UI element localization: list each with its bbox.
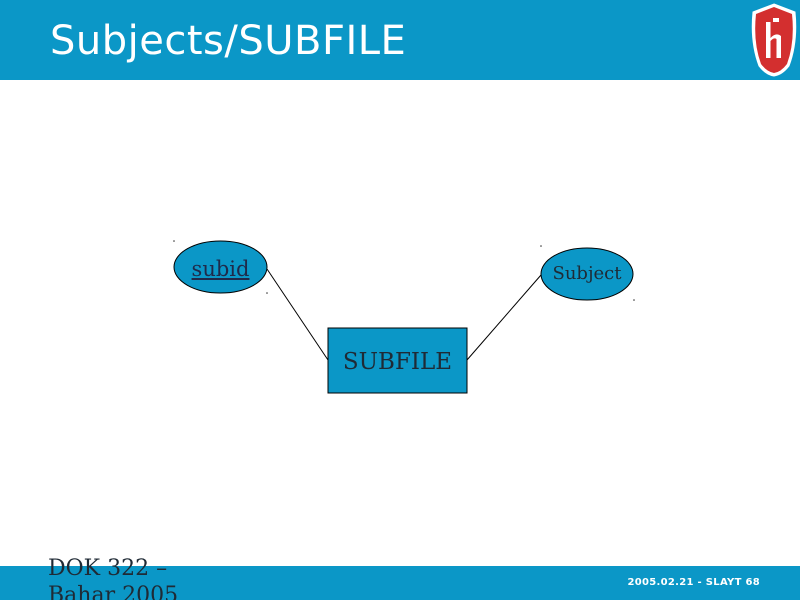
header-bar — [0, 0, 800, 80]
footer-slide-info: 2005.02.21 - SLAYT 68 — [627, 577, 760, 588]
hacettepe-logo-icon — [751, 3, 797, 77]
selection-handle — [540, 245, 542, 247]
attribute-subid-ellipse — [173, 240, 268, 294]
connector-subject — [466, 274, 542, 361]
attribute-subject-ellipse — [540, 247, 634, 301]
attribute-subid-label: subid — [191, 257, 250, 281]
connector-subid — [266, 268, 329, 361]
slide-title: Subjects/SUBFILE — [50, 18, 407, 64]
entity-subfile-label: SUBFILE — [342, 349, 453, 375]
footer-course-label: DOK 322 – Bahar 2005 — [48, 556, 179, 600]
selection-handle — [173, 240, 175, 242]
entity-subfile-box — [327, 327, 468, 394]
footer-bar — [0, 566, 800, 600]
selection-handle — [266, 292, 268, 294]
selection-handle — [633, 299, 635, 301]
attribute-subject-label: Subject — [552, 263, 622, 284]
